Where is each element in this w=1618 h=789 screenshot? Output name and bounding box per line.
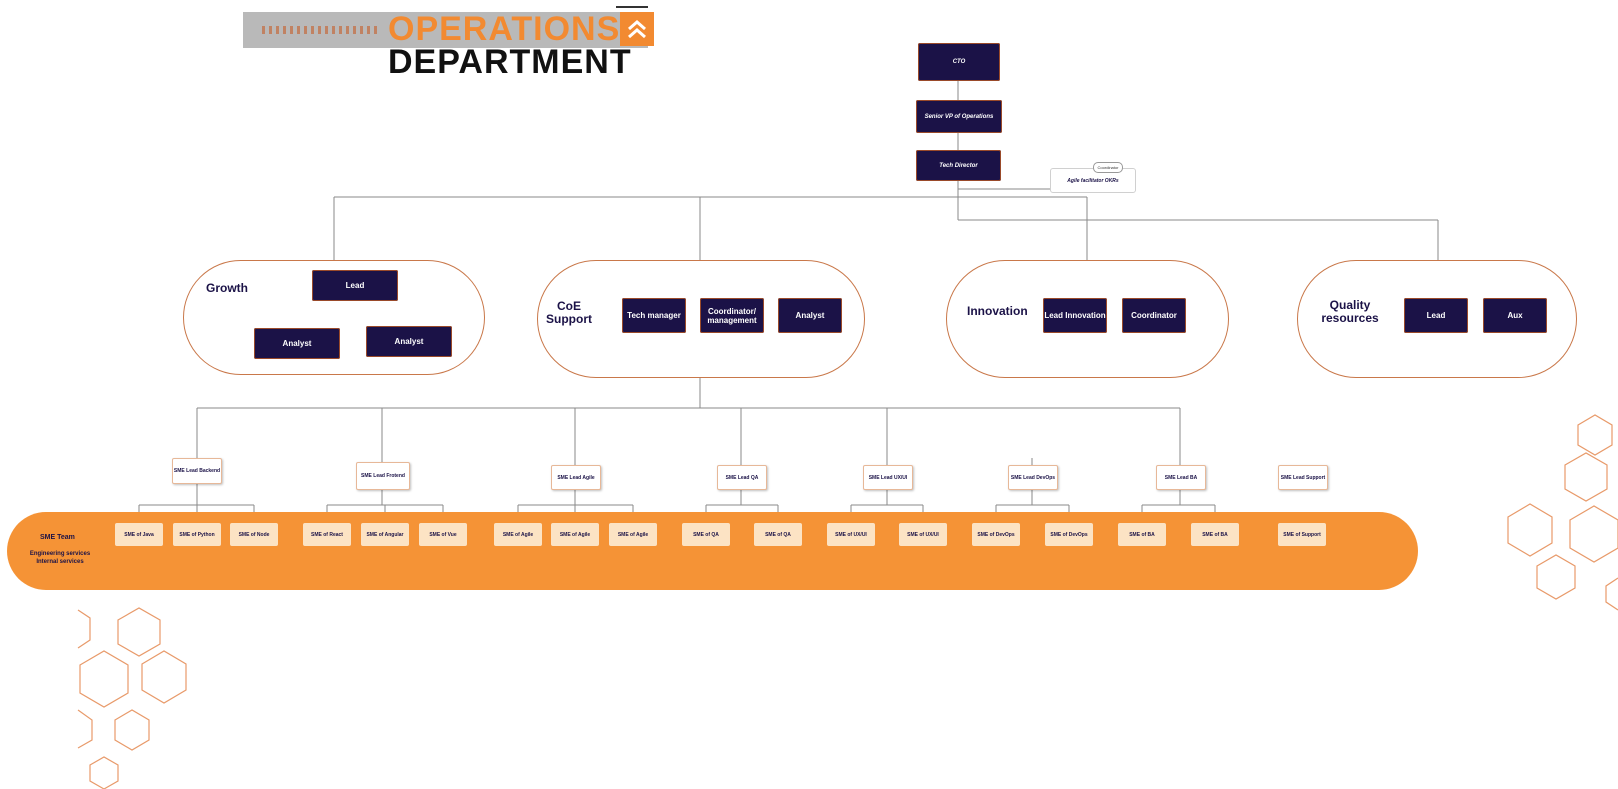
coordinator-management-node: Coordinator/ management xyxy=(700,298,764,333)
sme-member: SME of UX/UI xyxy=(827,523,875,546)
sme-member: SME of BA xyxy=(1191,523,1239,546)
sme-member: SME of Agile xyxy=(551,523,599,546)
growth-label: Growth xyxy=(206,281,248,295)
sme-member: SME of Angular xyxy=(361,523,409,546)
sme-lead-support: SME Lead Support xyxy=(1278,465,1328,490)
title-stripes xyxy=(262,26,380,34)
sme-team-subtitle-engineering: Engineering services xyxy=(29,551,91,557)
lead-innovation-node: Lead Innovation xyxy=(1043,298,1107,333)
quality-lead-node: Lead xyxy=(1404,298,1468,333)
sme-member: SME of Support xyxy=(1278,523,1326,546)
growth-analyst-node: Analyst xyxy=(366,326,452,357)
hexagon-decoration-left xyxy=(77,607,187,789)
coe-analyst-node: Analyst xyxy=(778,298,842,333)
sme-member: SME of DevOps xyxy=(972,523,1020,546)
growth-lead-node: Lead xyxy=(312,270,398,301)
sme-lead-frontend: SME Lead Frotend xyxy=(356,462,410,490)
tech-director-node: Tech Director xyxy=(916,150,1001,181)
sme-lead-ba: SME Lead BA xyxy=(1156,465,1206,490)
title-department: DEPARTMENT xyxy=(388,43,632,81)
tech-manager-node: Tech manager xyxy=(622,298,686,333)
sme-member: SME of Python xyxy=(173,523,221,546)
sme-member: SME of Agile xyxy=(494,523,542,546)
sme-team-title: SME Team xyxy=(40,534,75,541)
sme-member: SME of Java xyxy=(115,523,163,546)
innovation-coordinator-node: Coordinator xyxy=(1122,298,1186,333)
sme-lead-uxui: SME Lead UX/UI xyxy=(863,465,913,490)
sme-team-subtitle-internal: Internal services xyxy=(36,559,84,565)
sme-member: SME of React xyxy=(303,523,351,546)
sme-lead-devops: SME Lead DevOps xyxy=(1008,465,1058,490)
sme-member: SME of DevOps xyxy=(1045,523,1093,546)
innovation-label: Innovation xyxy=(967,304,1028,318)
coe-support-label: CoE Support xyxy=(546,299,592,326)
cto-node: CTO xyxy=(918,43,1000,81)
sme-member: SME of QA xyxy=(682,523,730,546)
growth-analyst-node: Analyst xyxy=(254,328,340,359)
sme-lead-backend: SME Lead Backend xyxy=(172,458,222,484)
hexagon-decoration-right xyxy=(1507,414,1618,611)
chevron-up-logo-icon xyxy=(620,12,654,46)
coordinator-tag: Coordinator xyxy=(1093,162,1123,173)
aux-node: Aux xyxy=(1483,298,1547,333)
sme-member: SME of Agile xyxy=(609,523,657,546)
sme-member: SME of UX/UI xyxy=(899,523,947,546)
sme-member: SME of BA xyxy=(1118,523,1166,546)
sme-lead-qa: SME Lead QA xyxy=(717,465,767,490)
quality-resources-label: Quality resources xyxy=(1321,298,1379,325)
title-accent-line xyxy=(616,6,648,8)
sme-member: SME of QA xyxy=(754,523,802,546)
agile-facilitator-box: Agile facilitator OKRs xyxy=(1050,168,1136,193)
title-operations: OPERATIONS xyxy=(388,10,621,48)
sme-lead-agile: SME Lead Agile xyxy=(551,465,601,490)
sme-member: SME of Node xyxy=(230,523,278,546)
svp-operations-node: Senior VP of Operations xyxy=(916,100,1002,133)
sme-member: SME of Vue xyxy=(419,523,467,546)
